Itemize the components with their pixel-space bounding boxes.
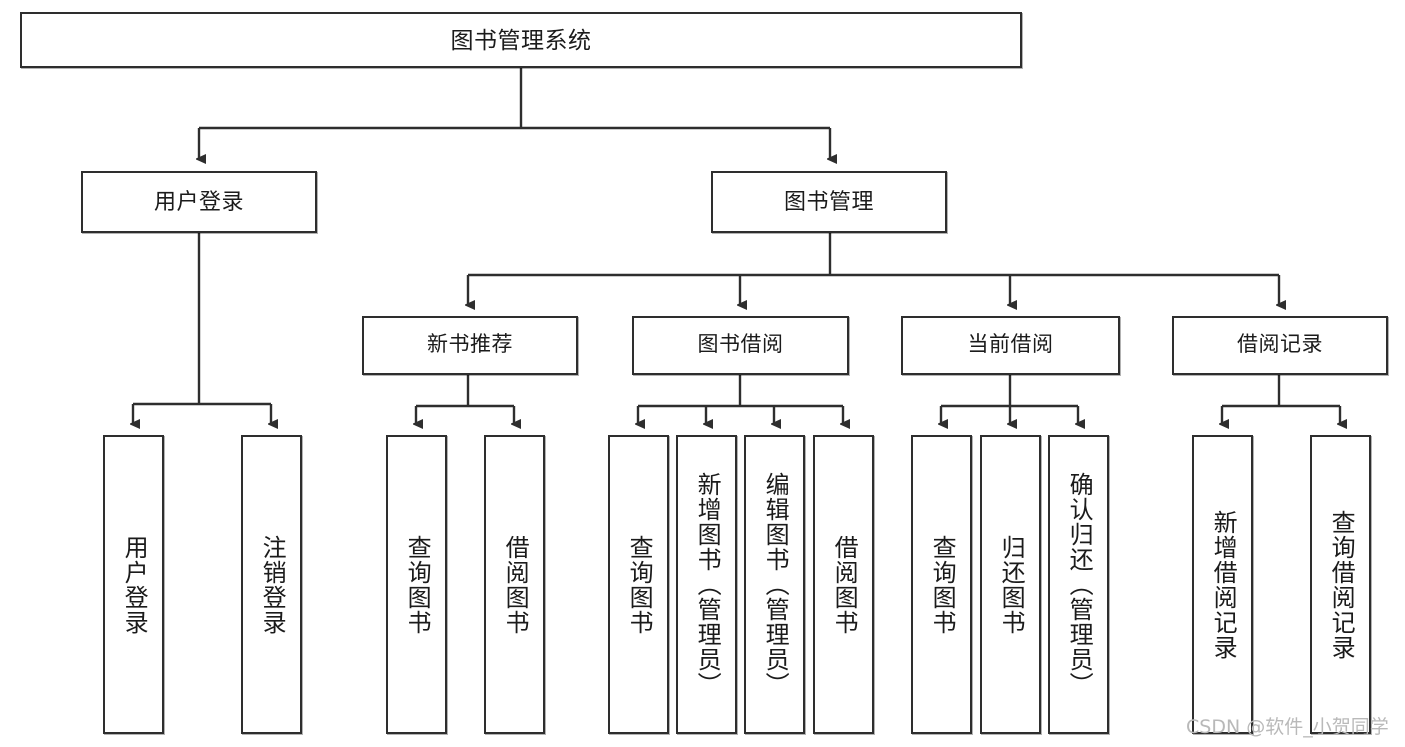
leaf-logout[interactable]: 注销登录 <box>241 435 302 734</box>
leaf-user-login[interactable]: 用户登录 <box>103 435 164 734</box>
node-label: 确认归还（管理员） <box>1065 472 1093 697</box>
node-label: 借阅图书 <box>501 534 529 635</box>
node-label: 用户登录 <box>153 189 244 215</box>
node-new-book-recommend[interactable]: 新书推荐 <box>362 316 578 375</box>
node-label: 查询图书 <box>403 534 431 635</box>
node-label: 新增借阅记录 <box>1209 509 1237 660</box>
node-label: 注销登录 <box>258 534 286 635</box>
node-label: 新书推荐 <box>427 333 513 357</box>
node-borrow-record[interactable]: 借阅记录 <box>1172 316 1388 375</box>
node-label: 当前借阅 <box>967 333 1054 357</box>
node-label: 编辑图书（管理员） <box>761 472 789 697</box>
leaf-query-book-current[interactable]: 查询图书 <box>911 435 972 734</box>
leaf-return-book[interactable]: 归还图书 <box>980 435 1041 734</box>
node-label: 归还图书 <box>997 534 1025 635</box>
node-label: 查询借阅记录 <box>1327 509 1355 660</box>
node-label: 借阅记录 <box>1237 333 1323 357</box>
node-label: 借阅图书 <box>830 534 858 635</box>
node-label: 查询图书 <box>928 534 956 635</box>
node-label: 图书管理 <box>783 189 874 215</box>
node-label: 图书管理系统 <box>450 26 592 53</box>
node-book-borrow[interactable]: 图书借阅 <box>632 316 849 375</box>
node-label: 用户登录 <box>120 534 148 635</box>
node-label: 新增图书（管理员） <box>693 472 721 697</box>
leaf-add-book[interactable]: 新增图书（管理员） <box>676 435 737 734</box>
csdn-watermark: CSDN @软件_小贺同学 <box>1186 716 1389 738</box>
node-label: 查询图书 <box>625 534 653 635</box>
node-user-login[interactable]: 用户登录 <box>81 171 317 233</box>
node-book-management[interactable]: 图书管理 <box>711 171 947 233</box>
node-label: 图书借阅 <box>697 333 784 357</box>
leaf-edit-book[interactable]: 编辑图书（管理员） <box>744 435 805 734</box>
node-current-borrow[interactable]: 当前借阅 <box>901 316 1120 375</box>
leaf-query-borrow-record[interactable]: 查询借阅记录 <box>1310 435 1371 734</box>
node-root-system[interactable]: 图书管理系统 <box>20 12 1022 68</box>
leaf-confirm-return[interactable]: 确认归还（管理员） <box>1048 435 1109 734</box>
leaf-query-book-borrow[interactable]: 查询图书 <box>608 435 669 734</box>
leaf-add-borrow-record[interactable]: 新增借阅记录 <box>1192 435 1253 734</box>
leaf-borrow-book[interactable]: 借阅图书 <box>813 435 874 734</box>
leaf-borrow-book-recommend[interactable]: 借阅图书 <box>484 435 545 734</box>
leaf-query-book-recommend[interactable]: 查询图书 <box>386 435 447 734</box>
